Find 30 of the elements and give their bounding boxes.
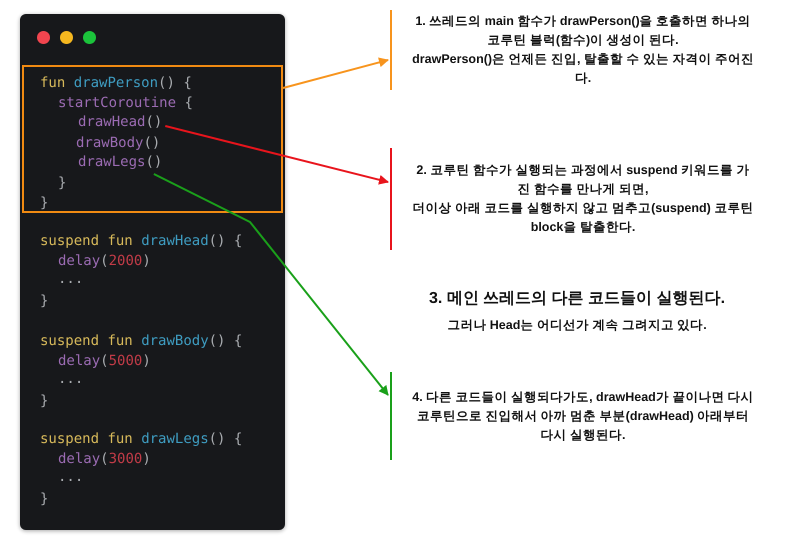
note-text: 더이상 아래 코드를 실행하지 않고 멈추고(suspend) 코루틴 block을 탈출한다.: [412, 200, 754, 236]
code-line: suspend fun drawLegs() {: [40, 430, 242, 448]
code-line: suspend fun drawHead() {: [40, 232, 242, 250]
code-line: ...: [58, 370, 84, 388]
note-heading: 3. 메인 쓰레드의 다른 코드들이 실행된다.: [429, 289, 725, 308]
note-text: drawPerson()은 언제든 진입, 탈출할 수 있는 자격이 주어진다.: [412, 51, 754, 87]
arrow: [153, 173, 389, 396]
note-text: 4. 다른 코드들이 실행되다가도, drawHead가 끝이나면 다시 코루틴으로 진입해서 아까 멈춘 부분(drawHead) 아래부터 다시 실행된다.: [412, 388, 754, 444]
code-line: ...: [58, 270, 84, 288]
code-line: }: [40, 490, 48, 508]
code-line: drawBody(): [76, 134, 160, 152]
note-text: 2. 코루틴 함수가 실행되는 과정에서 suspend 키워드를 가진 함수를 만나게 되면,: [415, 162, 751, 198]
code-line: delay(2000): [58, 252, 151, 270]
code-line: delay(3000): [58, 450, 151, 468]
code-line: delay(5000): [58, 352, 151, 370]
code-line: }: [58, 174, 66, 192]
code-line: }: [40, 292, 48, 310]
code-line: startCoroutine {: [58, 94, 193, 112]
note-text: 그러나 Head는 어디선가 계속 그려지고 있다.: [447, 317, 707, 334]
arrow: [165, 125, 389, 185]
code-line: drawHead(): [78, 113, 162, 131]
arrow: [282, 58, 389, 89]
code-line: suspend fun drawBody() {: [40, 332, 242, 350]
code-line: drawLegs(): [78, 153, 162, 171]
code-line: }: [40, 194, 48, 212]
code-line: }: [40, 392, 48, 410]
code-line: ...: [58, 468, 84, 486]
note-text: 1. 쓰레드의 main 함수가 drawPerson()을 호출하면 하나의 코루틴 블럭(함수)이 생성이 된다.: [414, 13, 752, 49]
highlight-box: [22, 65, 283, 213]
code-line: fun drawPerson() {: [40, 74, 192, 92]
